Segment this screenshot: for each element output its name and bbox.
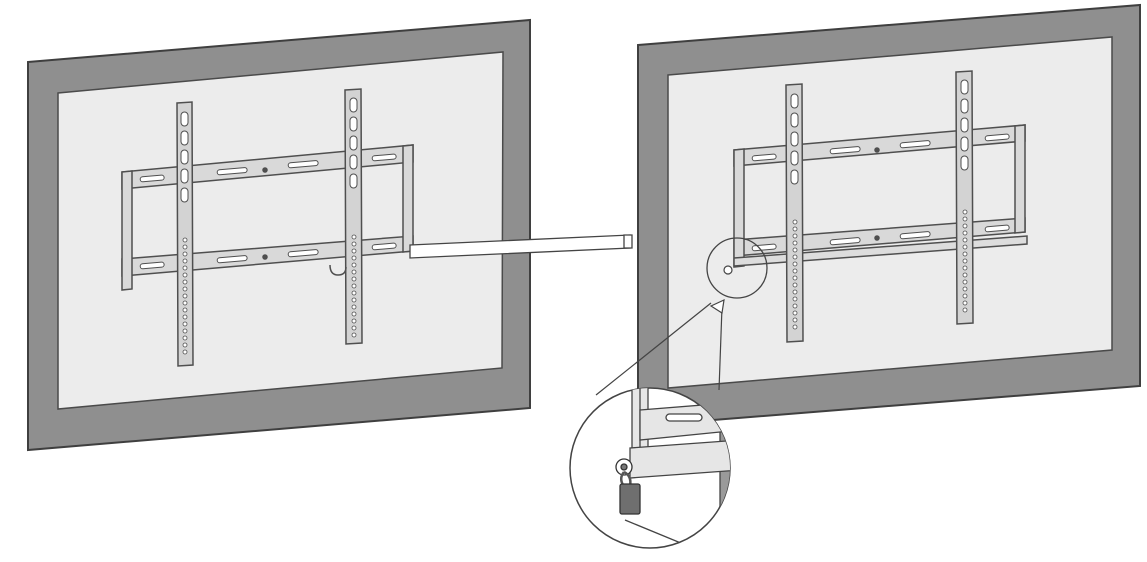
right-tv [637,3,1141,428]
lock-point-highlight [706,237,768,299]
left-tv-arm-1 [176,101,194,367]
callout-lines [595,298,725,396]
bar-connector-icon [409,234,633,259]
left-wall-plate [121,144,414,291]
left-tv-arm-2 [344,88,363,345]
left-tv-back-panel [57,51,504,410]
padlock-detail-magnifier [569,387,731,549]
left-lock-tab [329,264,347,276]
right-wall-plate [733,124,1028,268]
right-tv-arm-1 [785,83,804,343]
right-tv-back-panel [667,36,1113,389]
left-tv [27,18,531,452]
padlock-icon [615,458,641,515]
right-tv-arm-2 [955,70,974,325]
